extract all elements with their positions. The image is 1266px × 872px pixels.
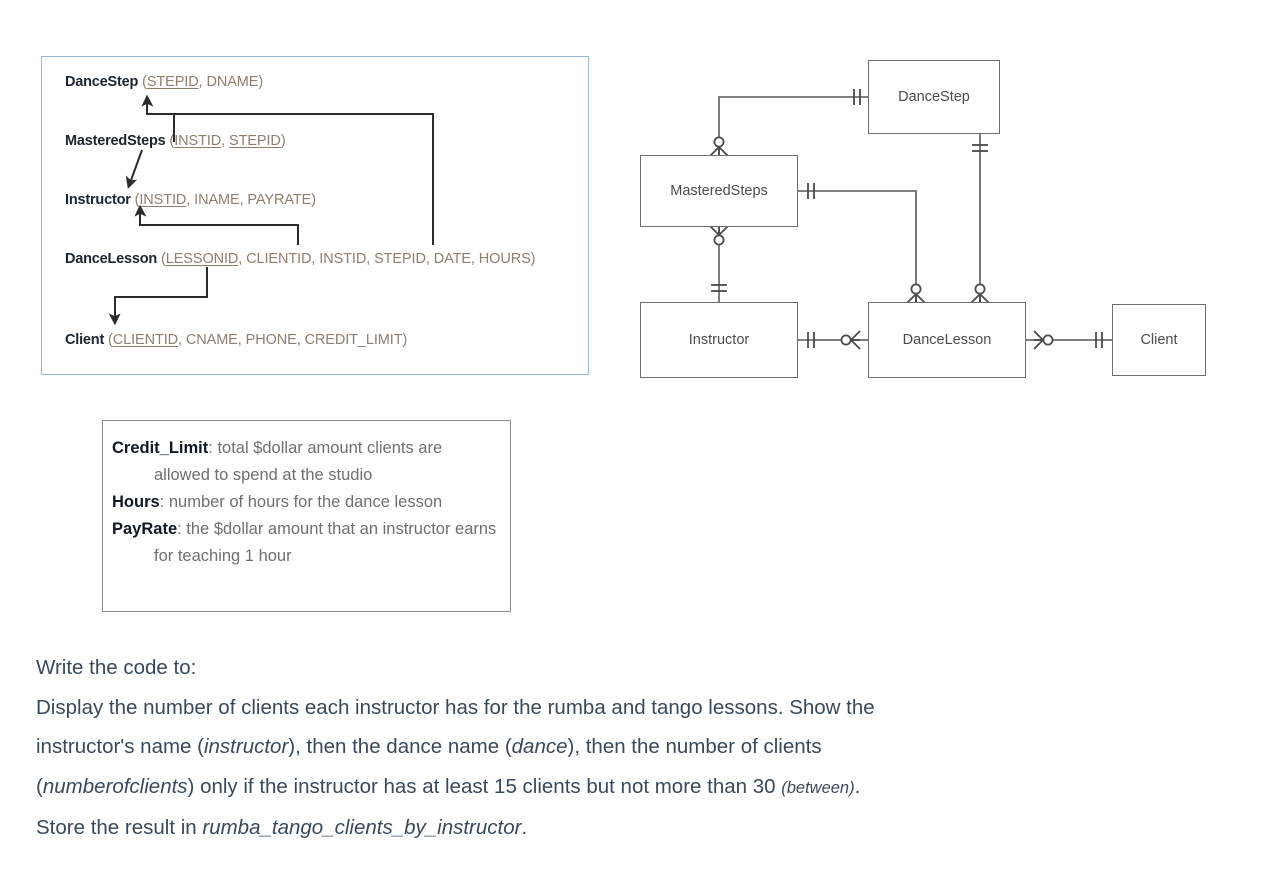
card-zero-dancelesson-topright [974,283,986,295]
paren-open: ( [138,74,147,90]
er-entity-instructor[interactable]: Instructor [640,302,798,378]
crowfoot-masteredsteps-bottom [709,225,729,236]
paren-open: ( [165,133,175,149]
attribute-instid: INSTID [319,251,367,267]
er-entity-dancestep[interactable]: DanceStep [868,60,1000,134]
question-segment: . [854,774,861,798]
attribute-payrate: PAYRATE [247,192,312,208]
attribute-instid: INSTID [174,133,222,149]
attribute-clientid: CLIENTID [246,251,312,267]
paren-close: ) [280,133,286,149]
attribute-instid: INSTID [139,192,187,208]
er-entity-label: Client [1140,332,1178,348]
crowfoot-dancelesson-left [850,330,861,350]
question-segment: ), then the dance name ( [288,735,512,758]
question-param-dance: dance [511,735,568,758]
fk-arrow-dancelesson-stepid-to-dancestep [146,101,434,245]
schema-relation-masteredsteps: MasteredSteps (INSTID, STEPID) [65,133,286,149]
question-segment: Store the result in [36,816,203,839]
fk-arrow-dancelesson-instid-to-instructor [134,204,299,245]
question-hint-between: (between) [781,778,855,797]
card-zero-masteredsteps-top [713,136,725,148]
er-entity-label: DanceLesson [902,332,992,348]
definition-credit-limit: Credit_Limit: total $dollar amount clien… [112,435,500,489]
card-zero-masteredsteps-bottom [713,234,725,246]
definition-separator: : [208,439,218,457]
question-text: Write the code to: Display the number of… [36,648,1146,848]
line-masteredsteps-dancelesson [798,190,917,302]
er-entity-masteredsteps[interactable]: MasteredSteps [640,155,798,227]
definition-text: the $dollar amount that an instructor ea… [154,520,497,565]
schema-relation-instructor: Instructor (INSTID, INAME, PAYRATE) [65,192,316,208]
schema-relation-dancelesson: DanceLesson (LESSONID, CLIENTID, INSTID,… [65,251,536,267]
question-param-instructor: instructor [203,735,289,758]
question-segment: ) only if the instructor has at least 15… [187,774,782,798]
line-dancestep-masteredsteps [718,96,868,155]
relation-name: Client [65,332,105,348]
schema-relation-dancestep: DanceStep (STEPID, DNAME) [65,74,264,90]
er-entity-label: Instructor [688,332,750,348]
paren-close: ) [311,192,316,208]
er-entity-dancelesson[interactable]: DanceLesson [868,302,1026,378]
attribute-stepid: STEPID [229,133,281,149]
question-segment: Display the number of clients each instr… [36,695,875,719]
question-line-5: Store the result in rumba_tango_clients_… [36,808,1146,848]
card-zero-dancelesson-topleft [910,283,922,295]
foreign-key-arrows [108,94,434,326]
fk-arrow-masteredsteps-instid-to-instructor [125,149,143,190]
definition-term: Hours [112,493,160,511]
paren-open: ( [104,332,113,348]
crowfoot-dancelesson-right [1033,330,1044,350]
attribute-hours: HOURS [478,251,531,267]
relation-name: Instructor [65,192,131,208]
er-entity-label: MasteredSteps [670,183,768,199]
question-segment: ), then the number of clients [567,735,822,758]
definition-text: total $dollar amount clients are allowed… [154,439,443,484]
definition-hours: Hours: number of hours for the dance les… [112,489,500,516]
question-line-3: instructor's name (instructor), then the… [36,727,1146,767]
attribute-iname: INAME [194,192,240,208]
paren-open: ( [157,251,166,267]
question-segment: . [521,816,528,839]
attribute-dname: DNAME [206,74,259,90]
card-zero-dancelesson-left [840,334,852,346]
paren-close: ) [258,74,264,90]
question-line-1: Write the code to: [36,648,1146,688]
definition-payrate: PayRate: the $dollar amount that an inst… [112,516,500,570]
er-entity-client[interactable]: Client [1112,304,1206,376]
definition-separator: : [159,493,169,511]
definition-term: Credit_Limit [112,439,209,457]
relation-name: DanceStep [65,74,139,90]
paren-open: ( [130,192,140,208]
attribute-cname: CNAME [185,332,238,348]
attribute-lessonid: LESSONID [165,251,239,267]
fk-arrow-dancelesson-clientid-to-client [108,267,208,326]
question-segment: Write the code to: [36,656,197,679]
definition-term: PayRate [112,520,178,538]
attribute-stepid: STEPID [146,74,199,90]
definition-separator: : [177,520,187,538]
schema-relation-client: Client (CLIENTID, CNAME, PHONE, CREDIT_L… [65,332,408,348]
attribute-phone: PHONE [245,332,297,348]
relational-schema-panel: DanceStep (STEPID, DNAME) MasteredSteps … [41,56,589,375]
paren-close: ) [530,251,536,267]
attribute-clientid: CLIENTID [112,332,179,348]
attribute-stepid: STEPID [374,251,426,267]
question-segment: ( [36,774,43,798]
paren-close: ) [402,332,408,348]
question-line-4: (numberofclients) only if the instructor… [36,767,1146,809]
relation-name: DanceLesson [65,251,158,267]
card-zero-dancelesson-right [1042,334,1054,346]
question-line-2: Display the number of clients each instr… [36,688,1146,728]
question-segment: instructor's name ( [36,735,204,758]
relation-name: MasteredSteps [65,133,166,149]
attribute-date: DATE [433,251,471,267]
question-param-numberofclients: numberofclients [42,774,188,798]
er-diagram: MasteredSteps (top) --> [630,50,1230,380]
definitions-box: Credit_Limit: total $dollar amount clien… [102,420,511,612]
attribute-credit-limit: CREDIT_LIMIT [304,332,403,348]
definition-text: number of hours for the dance lesson [168,493,443,511]
question-result-table-name: rumba_tango_clients_by_instructor [202,816,522,839]
er-entity-label: DanceStep [898,89,970,105]
